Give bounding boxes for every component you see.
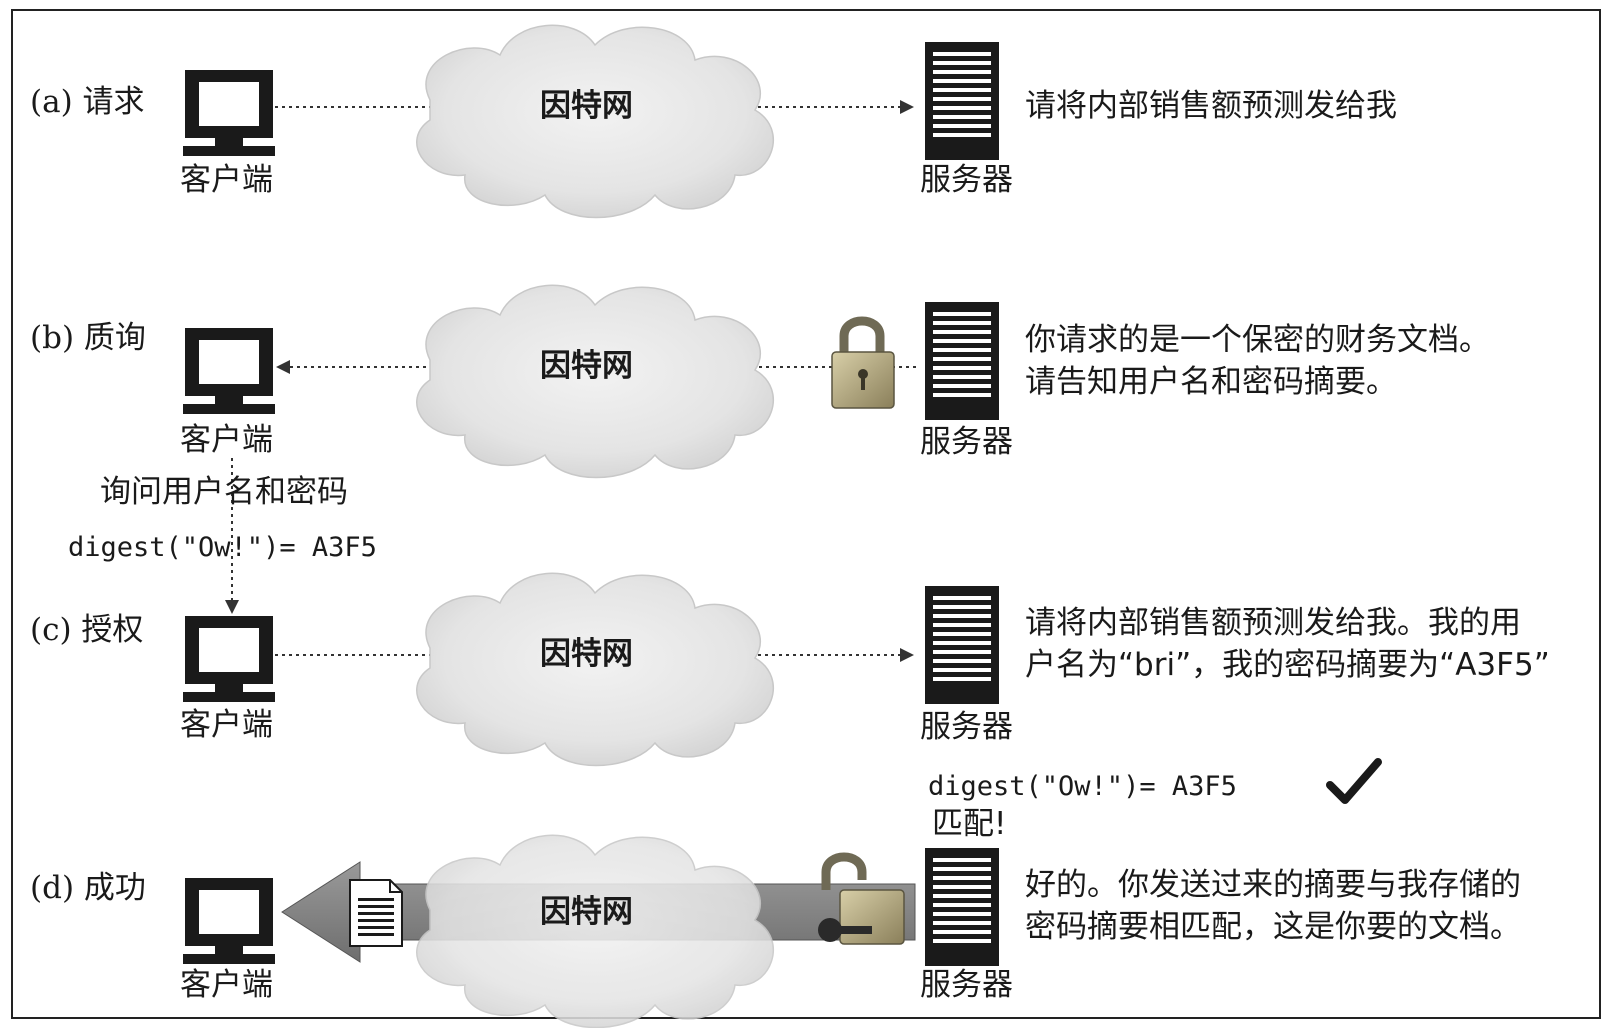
padlock-closed-icon xyxy=(831,316,895,409)
server-label: 服务器 xyxy=(920,424,1013,460)
server-icon xyxy=(925,848,999,966)
client-digest-computation: 询问用户名和密码 digest("Ow!")= A3F5 xyxy=(68,458,377,614)
checkmark-icon xyxy=(1326,758,1382,804)
client-label: 客户端 xyxy=(180,967,273,1003)
computer-icon xyxy=(183,878,275,964)
arrow-head xyxy=(276,360,290,374)
server-label: 服务器 xyxy=(920,709,1013,745)
arrow-head xyxy=(900,100,914,114)
authorization-message-line-2: 户名为“bri”，我的密码摘要为“A3F5” xyxy=(1025,647,1550,683)
server-label: 服务器 xyxy=(920,967,1013,1003)
step-c-label: (c) 授权 xyxy=(30,612,143,648)
step-d-label: (d) 成功 xyxy=(30,870,146,906)
success-message-line-1: 好的。你发送过来的摘要与我存储的 xyxy=(1025,867,1521,903)
step-a-label: (a) 请求 xyxy=(30,84,145,120)
diagram-frame xyxy=(11,9,1601,1019)
server-icon xyxy=(925,586,999,704)
challenge-message-line-1: 你请求的是一个保密的财务文档。 xyxy=(1025,322,1490,358)
step-b: (b) 质询 客户端 因特网 服务器 你请求的是一个保密的财务文档。 请告知用户… xyxy=(30,284,1490,479)
client-prompt: 询问用户名和密码 xyxy=(100,474,348,510)
client-label: 客户端 xyxy=(180,707,273,743)
server-icon xyxy=(925,302,999,420)
arrow-head xyxy=(225,600,239,614)
client-label: 客户端 xyxy=(180,422,273,458)
request-message: 请将内部销售额预测发给我 xyxy=(1025,88,1397,124)
server-label: 服务器 xyxy=(920,162,1013,198)
server-icon xyxy=(925,42,999,160)
computer-icon xyxy=(183,70,275,156)
cloud-label: 因特网 xyxy=(540,636,633,672)
authorization-message-line-1: 请将内部销售额预测发给我。我的用 xyxy=(1025,605,1521,641)
cloud-label: 因特网 xyxy=(540,348,633,384)
document-icon xyxy=(349,879,403,947)
arrow-head xyxy=(900,648,914,662)
step-c: (c) 授权 客户端 因特网 服务器 请将内部销售额预测发给我。我的用 户名为“… xyxy=(30,572,1550,767)
challenge-message-line-2: 请告知用户名和密码摘要。 xyxy=(1025,364,1397,400)
success-message-line-2: 密码摘要相匹配，这是你要的文档。 xyxy=(1025,909,1521,945)
cloud-label: 因特网 xyxy=(540,894,633,930)
server-match: 匹配! xyxy=(932,806,1006,842)
computer-icon xyxy=(183,328,275,414)
padlock-open-icon xyxy=(818,852,905,945)
cloud-label: 因特网 xyxy=(540,88,633,124)
client-label: 客户端 xyxy=(180,162,273,198)
step-a: (a) 请求 客户端 因特网 服务器 请将内部销售额预测发给我 xyxy=(30,24,1397,219)
computer-icon xyxy=(183,616,275,702)
cloud-icon xyxy=(416,834,775,1028)
server-digest-verification: digest("Ow!")= A3F5 匹配! xyxy=(928,758,1382,842)
client-digest: digest("Ow!")= A3F5 xyxy=(68,532,377,563)
server-digest: digest("Ow!")= A3F5 xyxy=(928,771,1237,802)
step-d: (d) 成功 客户端 因特网 服务器 好的。你发送过来的摘要与我存储的 xyxy=(30,834,1521,1028)
step-b-label: (b) 质询 xyxy=(30,320,146,356)
